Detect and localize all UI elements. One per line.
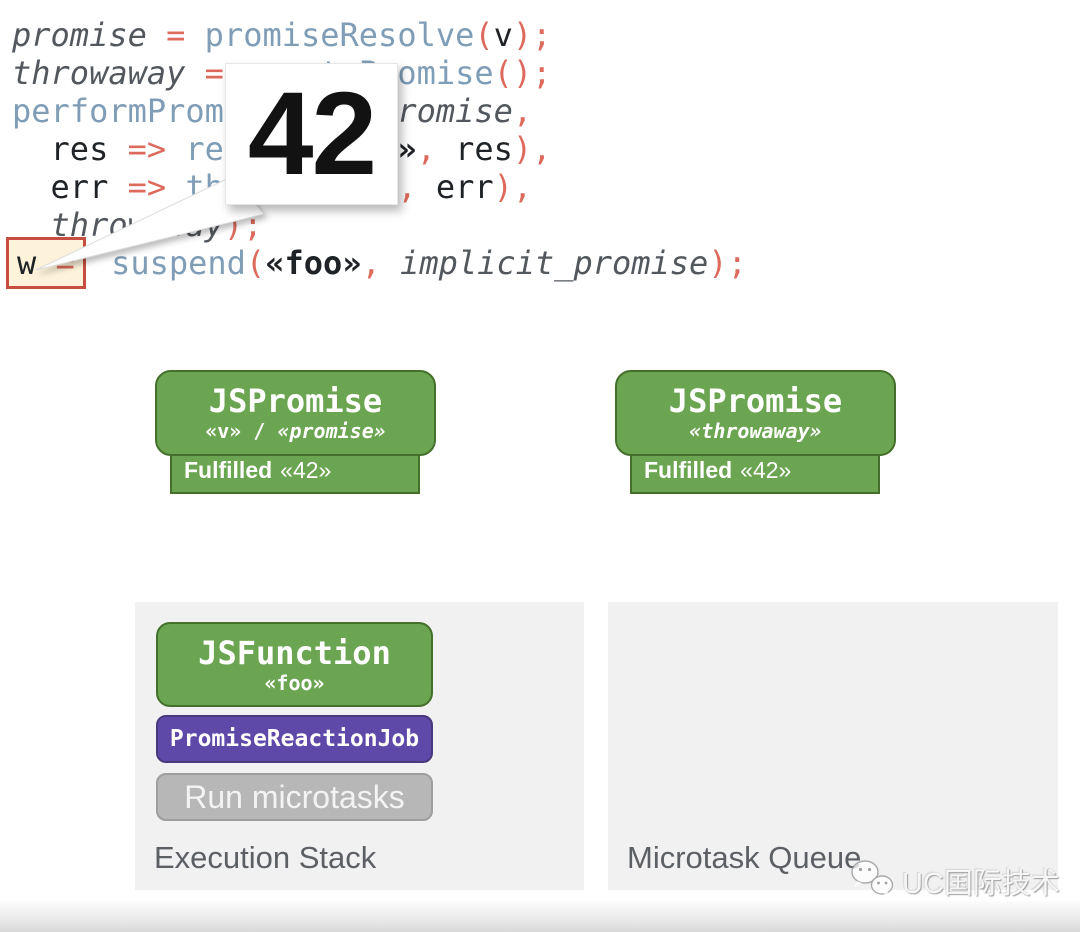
jspromise-subtitle: «throwaway» [689,419,821,443]
jspromise-subtitle-italic: «throwaway» [689,419,822,443]
jsfunction-box: JSFunction «foo» [156,622,433,707]
code-token: = [166,16,186,54]
code-token: throwaway [12,54,186,92]
code-token: , [397,168,417,206]
jspromise-card-throwaway: Fulfilled «42» JSPromise «throwaway» [615,370,896,504]
jspromise-box: JSPromise «throwaway» [615,370,896,456]
jspromise-subtitle: «v» / «promise» [205,419,386,443]
code-token: => [127,168,167,206]
code-token [185,16,204,54]
microtask-queue-label: Microtask Queue [627,840,862,875]
bottom-shadow-strip [0,901,1080,932]
jspromise-title: JSPromise [208,382,383,420]
promise-reaction-job-label: PromiseReactionJob [169,726,420,752]
code-token: ( [474,16,494,54]
watermark-text: UC国际技术 [902,868,1060,900]
badge-state-value: «42» [740,457,792,483]
jsfunction-title: JSFunction [198,633,391,672]
code-token: v [493,16,513,54]
code-token [436,130,455,168]
code-token: , [416,130,436,168]
execution-stack-label: Execution Stack [154,840,377,875]
code-token: «foo» [265,244,362,282]
code-token: err [50,168,109,206]
code-token: promiseResolve [204,16,475,54]
run-microtasks-label: Run microtasks [184,778,405,815]
code-token: , [361,244,381,282]
code-token: ); [512,16,552,54]
code-token: = [204,54,224,92]
callout-value-box: 42 [225,63,398,205]
code-token [381,244,400,282]
jspromise-card-v: Fulfilled «42» JSPromise «v» / «promise» [155,370,436,504]
code-block: promise = promiseResolve(v);throwaway = … [6,16,747,289]
badge-state-label: Fulfilled [644,457,733,483]
jspromise-title: JSPromise [668,382,843,420]
code-token: ), [493,168,533,206]
code-token: suspend [111,244,246,282]
code-token [185,54,204,92]
code-token [417,168,436,206]
code-token: w [17,244,37,282]
watermark: UC国际技术 [850,856,1060,906]
wechat-icon [851,860,894,898]
code-token: , [512,92,533,130]
execution-stack-panel: JSFunction «foo» PromiseReactionJob Run … [135,602,584,890]
code-token: promise [378,92,513,130]
code-token: res [50,130,109,168]
jspromise-subtitle-italic: «promise» [277,419,386,443]
code-token: res [455,130,513,168]
microtask-queue-panel: Microtask Queue [608,602,1058,890]
run-microtasks-box: Run microtasks [156,773,433,821]
code-token: ), [512,130,552,168]
code-token: err [435,168,494,206]
code-token [147,16,166,54]
jspromise-subtitle-plain: «v» / [205,419,278,443]
badge-state-value: «42» [280,457,332,483]
code-token: implicit_promise [400,244,709,282]
code-token: ( [245,244,266,282]
callout-value: 42 [247,68,377,200]
code-line: promise = promiseResolve(v); [12,16,747,54]
jsfunction-subtitle: «foo» [264,670,325,695]
promise-reaction-job-box: PromiseReactionJob [156,715,433,763]
code-token: => [127,130,167,168]
code-token: ); [708,244,747,282]
code-token: promise [12,16,147,54]
jspromise-box: JSPromise «v» / «promise» [155,370,436,456]
badge-state-label: Fulfilled [184,457,273,483]
code-token: (); [493,54,552,92]
